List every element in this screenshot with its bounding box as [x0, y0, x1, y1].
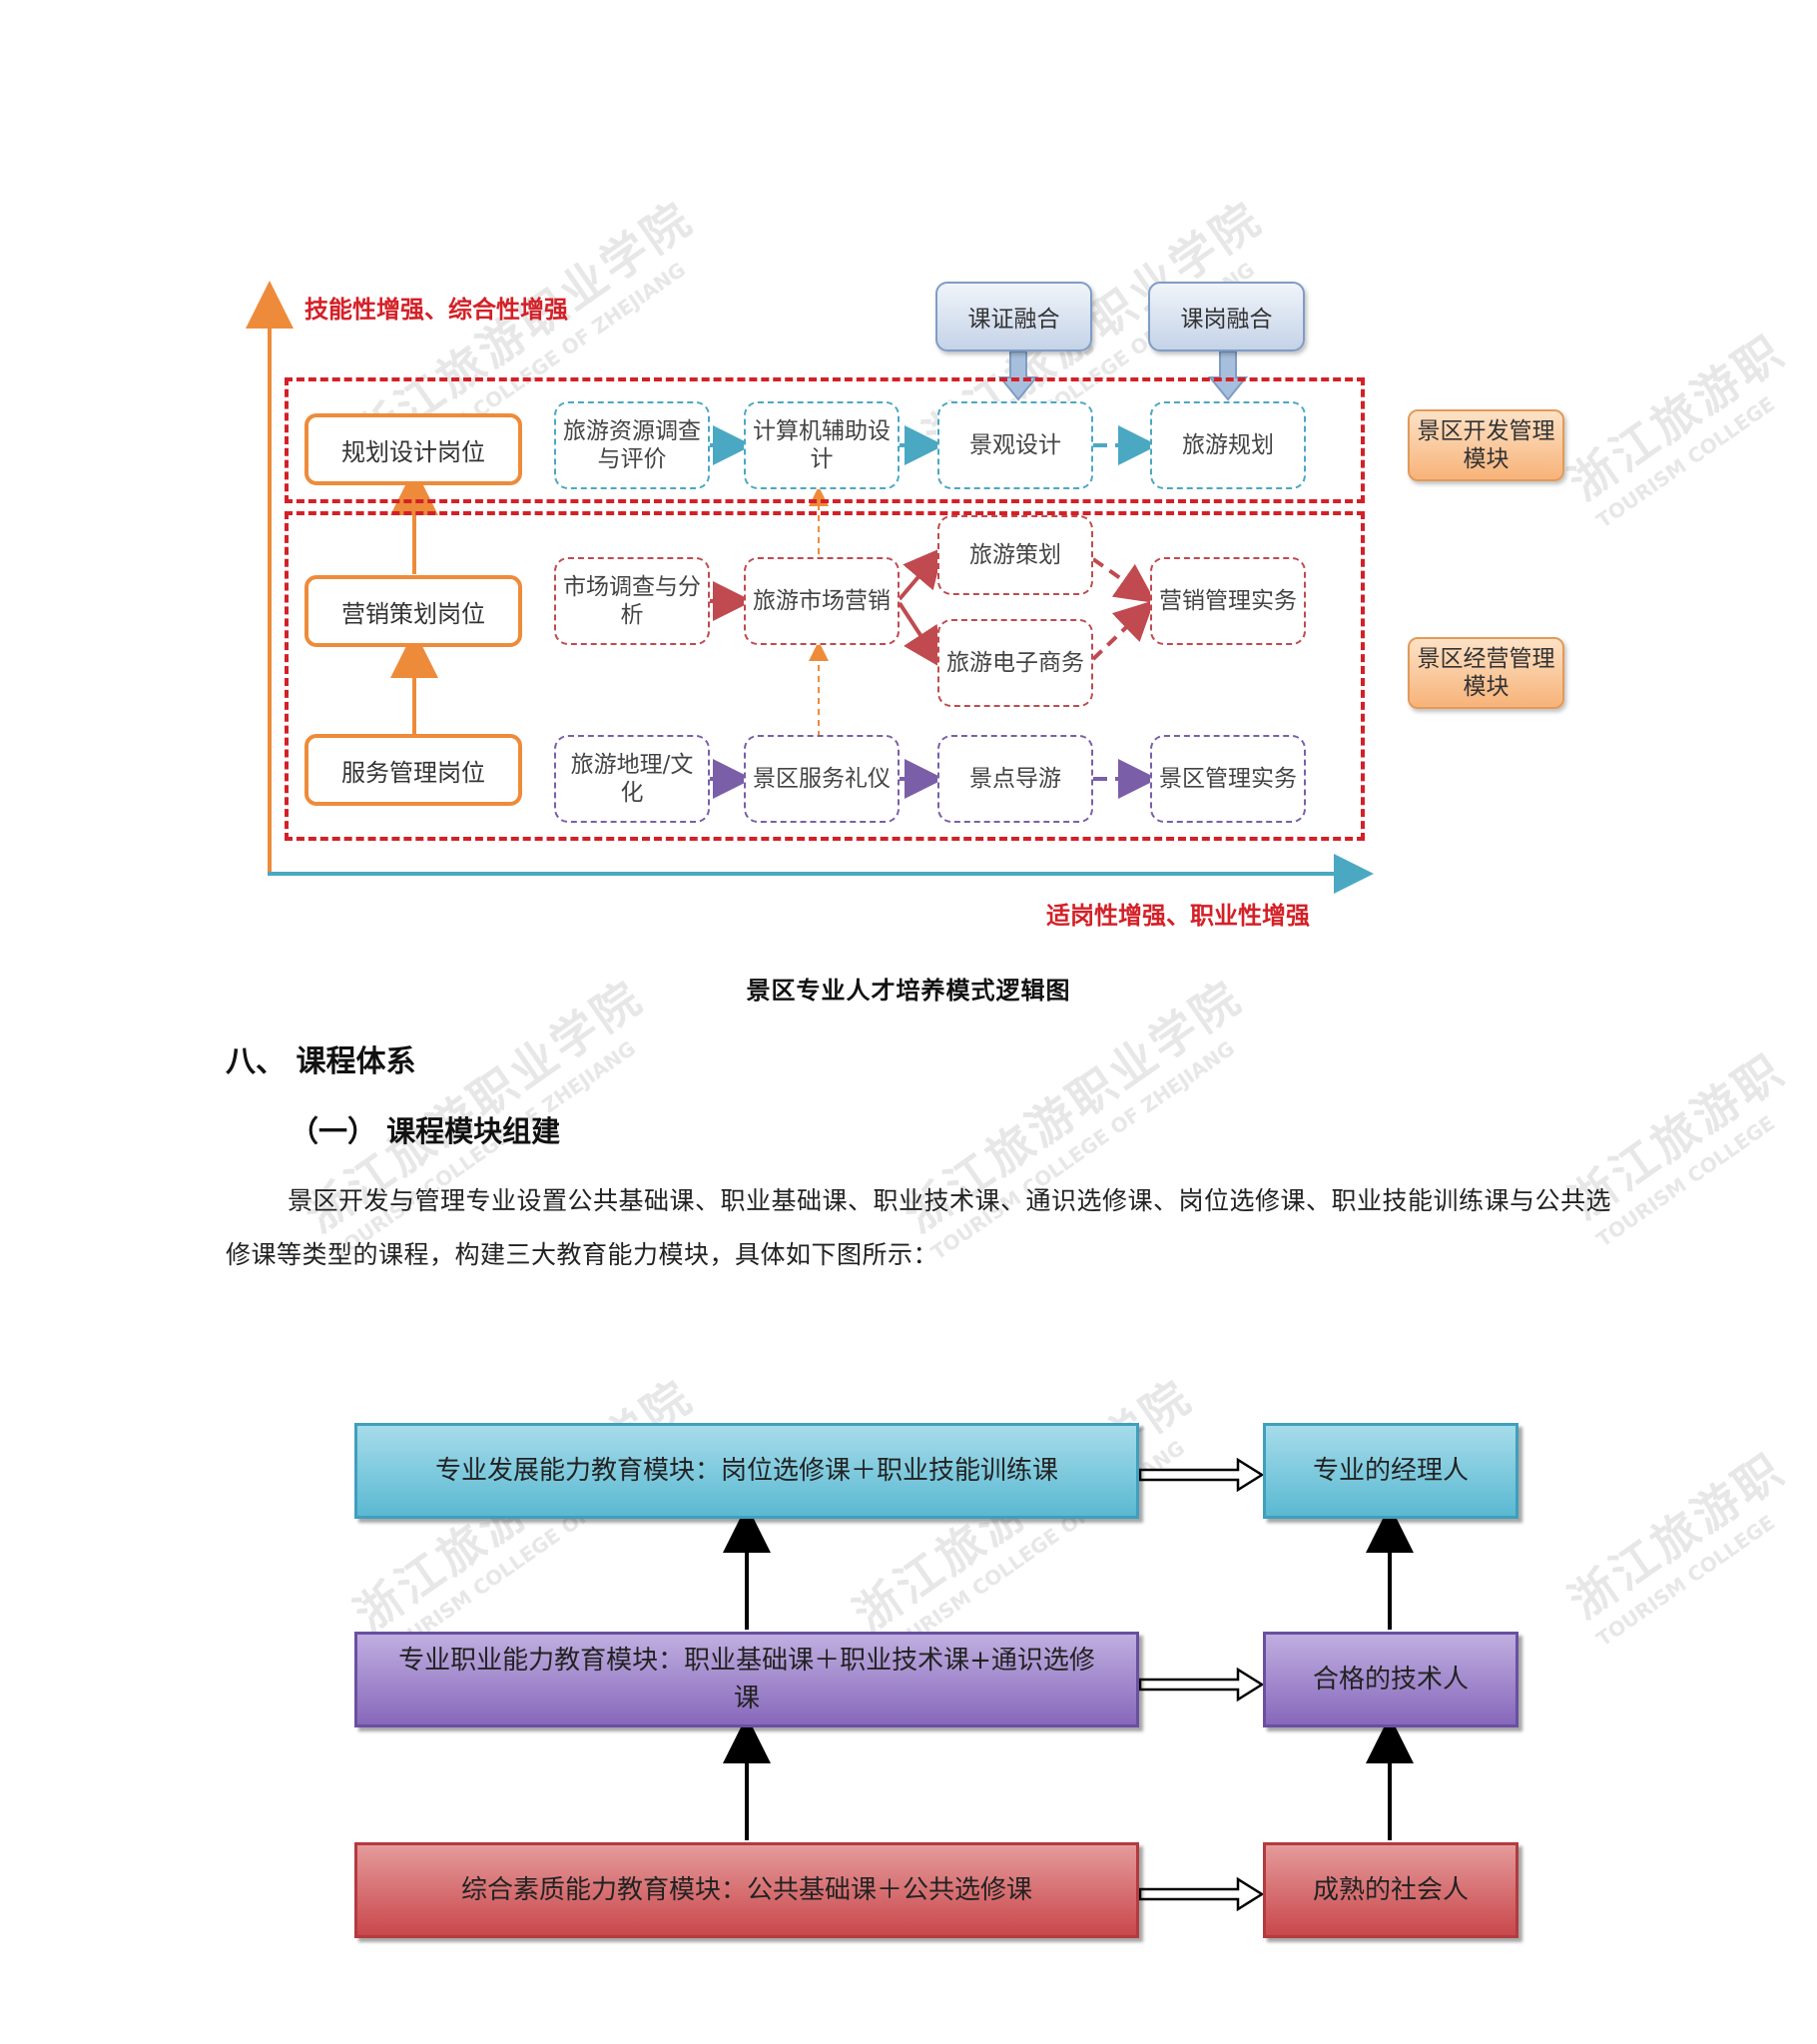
- module-dev-management: 景区开发管理模块: [1408, 409, 1564, 481]
- course-landscape-design: 景观设计: [937, 401, 1093, 489]
- module-professional-vocational: 专业职业能力教育模块：职业基础课＋职业技术课+通识选修课: [354, 1632, 1139, 1727]
- diagram2-connectors: [723, 1457, 1414, 1912]
- diagram1-connectors: [246, 281, 1374, 894]
- module-comprehensive-quality: 综合素质能力教育模块：公共基础课＋公共选修课: [354, 1842, 1139, 1938]
- course-tourism-ecommerce: 旅游电子商务: [937, 619, 1093, 707]
- course-tourism-geography: 旅游地理/文化: [554, 735, 710, 823]
- top-dashed-region: [285, 377, 1365, 503]
- module-professional-development: 专业发展能力教育模块：岗位选修课＋职业技能训练课: [354, 1423, 1139, 1519]
- course-service-etiquette: 景区服务礼仪: [744, 735, 900, 823]
- course-tourism-marketing: 旅游市场营销: [744, 557, 900, 645]
- outcome-professional-manager: 专业的经理人: [1263, 1423, 1518, 1519]
- course-tour-guiding: 景点导游: [937, 735, 1093, 823]
- course-marketing-practice: 营销管理实务: [1150, 557, 1306, 645]
- cert-integration-box: 课证融合: [935, 282, 1092, 351]
- role-planning-design: 规划设计岗位: [304, 413, 522, 485]
- module-ops-management: 景区经营管理模块: [1408, 637, 1564, 709]
- y-axis-label: 技能性增强、综合性增强: [304, 295, 568, 324]
- course-cad: 计算机辅助设计: [744, 401, 900, 489]
- x-axis-label: 适岗性增强、职业性增强: [1046, 901, 1310, 930]
- outcome-mature-citizen: 成熟的社会人: [1263, 1842, 1518, 1938]
- section-heading: 八、 课程体系: [226, 1044, 416, 1079]
- course-scenic-management: 景区管理实务: [1150, 735, 1306, 823]
- bottom-dashed-region: [285, 511, 1365, 841]
- outcome-qualified-technician: 合格的技术人: [1263, 1632, 1518, 1727]
- role-service-management: 服务管理岗位: [304, 734, 522, 806]
- course-market-research: 市场调查与分析: [554, 557, 710, 645]
- job-integration-box: 课岗融合: [1148, 282, 1305, 351]
- course-tourism-planning: 旅游规划: [1150, 401, 1306, 489]
- role-marketing-planning: 营销策划岗位: [304, 575, 522, 647]
- diagram1-caption: 景区专业人才培养模式逻辑图: [746, 976, 1071, 1005]
- course-tourism-plotting: 旅游策划: [937, 515, 1093, 595]
- section-paragraph: 景区开发与管理专业设置公共基础课、职业基础课、职业技术课、通识选修课、岗位选修课…: [226, 1186, 1612, 1269]
- section-subheading: （一） 课程模块组建: [290, 1114, 561, 1148]
- course-resource-survey: 旅游资源调查与评价: [554, 401, 710, 489]
